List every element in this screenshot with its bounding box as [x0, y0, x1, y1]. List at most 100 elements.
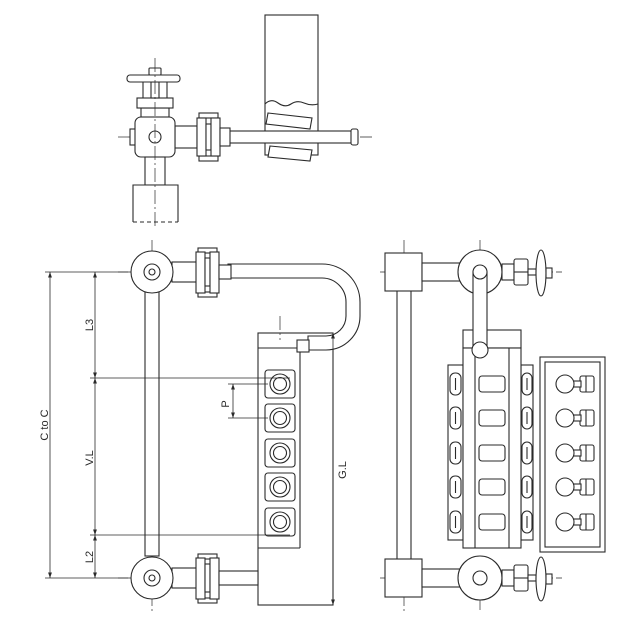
sight-window — [264, 472, 296, 502]
top-flange-plate-left — [195, 251, 206, 294]
drain-plug — [132, 184, 179, 222]
glass-tube — [144, 291, 160, 557]
c-to-c-label: C to C — [39, 409, 51, 440]
lens-capsule-pair — [449, 441, 533, 465]
side-bottom-fitting-block — [384, 558, 423, 598]
sight-window-inner-ring — [272, 514, 288, 530]
side-bottom-branch-pipe — [421, 568, 463, 588]
side-view — [380, 240, 606, 612]
bottom-branch-pipe — [171, 567, 198, 589]
lens-capsule-pair — [449, 406, 533, 430]
sight-window-inner-ring — [272, 479, 288, 495]
bottom-connecting-pipe — [218, 570, 259, 586]
lamp-socket — [579, 375, 595, 393]
valve-outlet-pipe — [174, 125, 198, 149]
sight-window-inner-ring — [272, 376, 288, 392]
body-window-boss — [478, 478, 506, 496]
sight-window — [264, 369, 296, 399]
side-lens-capsules — [449, 372, 533, 534]
top-flange-gasket — [204, 257, 211, 287]
water-surface-line — [264, 100, 319, 107]
side-body-top-cap — [462, 329, 522, 349]
body-window-boss — [478, 444, 506, 462]
bottom-flange-plate-left — [195, 557, 206, 600]
sight-window-column — [264, 369, 296, 537]
flange-gasket — [205, 123, 212, 151]
flange-plate-right — [210, 117, 221, 157]
l2-label: L2 — [84, 551, 96, 563]
side-bottom-handwheel — [535, 556, 547, 602]
side-top-handwheel — [535, 249, 547, 297]
illuminator-inner-frame — [544, 361, 601, 548]
side-top-valve-stem — [527, 268, 537, 276]
top-branch-pipe — [171, 261, 198, 283]
bottom-flange-plate-right — [209, 557, 220, 600]
sight-window-inner-ring — [272, 445, 288, 461]
connecting-rod — [227, 130, 353, 144]
top-flange-plate-right — [209, 251, 220, 294]
side-bottom-fitting-ring — [472, 570, 488, 586]
bent-connecting-tube — [227, 263, 361, 351]
illuminator-lamp — [555, 477, 595, 497]
illuminator-lamp — [555, 408, 595, 428]
lens-capsule-pair — [449, 510, 533, 534]
top-flange-neck — [218, 264, 232, 280]
side-bottom-valve-stem — [527, 574, 537, 582]
top-fitting-bore — [148, 268, 156, 276]
illuminator-lamps — [555, 374, 595, 532]
rod-end-cap — [350, 128, 359, 146]
top-valve-assembly — [118, 14, 372, 228]
side-drop-tube — [472, 271, 488, 349]
sight-window — [264, 403, 296, 433]
bottom-flange-nut-upper — [197, 553, 218, 560]
body-window-boss — [478, 513, 506, 531]
bottom-fitting-bore — [148, 574, 156, 582]
bottom-flange-gasket — [204, 563, 211, 593]
flange-nut-top — [198, 112, 219, 119]
illuminator-lamp — [555, 374, 595, 394]
flange-plate-left — [196, 117, 207, 157]
side-top-handwheel-hub — [545, 267, 553, 279]
lens-capsule-pair — [449, 372, 533, 396]
lamp-bulb — [555, 408, 575, 428]
lamp-bulb — [555, 443, 575, 463]
side-drop-tube-end — [471, 341, 489, 359]
gl-label: G.L — [337, 461, 349, 479]
front-view: C to C L3 V.L L2 P G.L — [39, 240, 361, 612]
l3-label: L3 — [84, 319, 96, 331]
tube-body-entry — [296, 339, 310, 353]
flange-neck — [219, 127, 231, 147]
lamp-bulb — [555, 477, 575, 497]
illuminator-lamp — [555, 443, 595, 463]
lamp-bulb — [555, 512, 575, 532]
lamp-bulb — [555, 374, 575, 394]
lamp-socket — [579, 409, 595, 427]
side-bottom-valve-body — [501, 569, 515, 587]
valve-handwheel — [126, 74, 181, 83]
sight-window — [264, 507, 296, 537]
side-glass-tube — [396, 289, 412, 561]
illuminator-lamp — [555, 512, 595, 532]
body-window-boss — [478, 375, 506, 393]
lens-capsule-pair — [449, 475, 533, 499]
lamp-socket — [579, 478, 595, 496]
upper-weld-pad — [265, 112, 313, 130]
sight-window-inner-ring — [272, 410, 288, 426]
side-top-fitting-block — [384, 252, 423, 292]
top-flange-nut-upper — [197, 247, 218, 254]
flange-nut-bottom — [198, 155, 219, 162]
body-window-boss — [478, 409, 506, 427]
dimensions: C to C L3 V.L L2 P G.L — [39, 271, 349, 605]
side-drop-tube-top — [472, 264, 488, 280]
vl-label: V.L — [84, 450, 96, 466]
side-bottom-handwheel-hub — [545, 573, 553, 585]
sight-window — [264, 438, 296, 468]
bottom-flange-nut-lower — [197, 597, 218, 604]
lamp-socket — [579, 444, 595, 462]
lamp-socket — [579, 513, 595, 531]
side-top-branch-pipe — [421, 262, 463, 282]
side-top-valve-body — [501, 263, 515, 281]
top-flange-nut-lower — [197, 291, 218, 298]
p-label: P — [220, 400, 232, 407]
